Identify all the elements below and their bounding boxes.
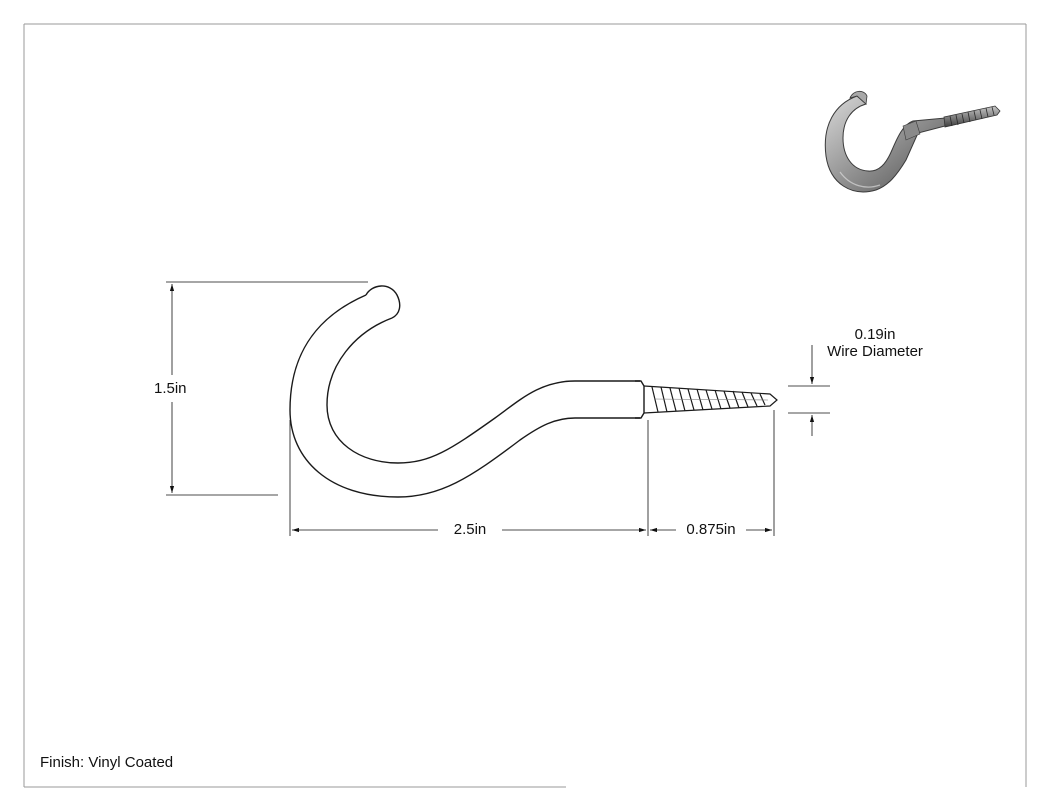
hook-inner-contour — [326, 317, 640, 464]
hook-front-view — [289, 285, 645, 498]
wire-diameter-caption: Wire Diameter — [827, 343, 923, 360]
iso-thread-ridges — [949, 106, 995, 127]
iso-thread — [943, 105, 1001, 128]
iso-hook-tip — [849, 90, 868, 105]
wire-diameter-label: 0.19in Wire Diameter — [820, 326, 930, 360]
iso-shank-joint — [902, 120, 921, 141]
iso-hook-body — [824, 95, 946, 193]
length-dimensions — [289, 410, 775, 536]
finish-note: Finish: Vinyl Coated — [40, 754, 174, 771]
hook-outer-contour — [289, 294, 640, 498]
height-dimension-label: 1.5in — [154, 380, 187, 397]
sheet-border — [23, 23, 1027, 788]
wire-diameter-dimension — [788, 345, 830, 436]
wire-diameter-value: 0.19in — [854, 326, 896, 343]
thread-length-dimension-label: 0.875in — [686, 521, 736, 538]
shank-collar — [635, 380, 645, 419]
screw-thread — [643, 385, 778, 414]
height-dimension — [166, 281, 368, 496]
hook-tip — [365, 285, 401, 319]
length-dimension-label: 2.5in — [453, 521, 487, 538]
hook-isometric-view — [824, 90, 1001, 193]
